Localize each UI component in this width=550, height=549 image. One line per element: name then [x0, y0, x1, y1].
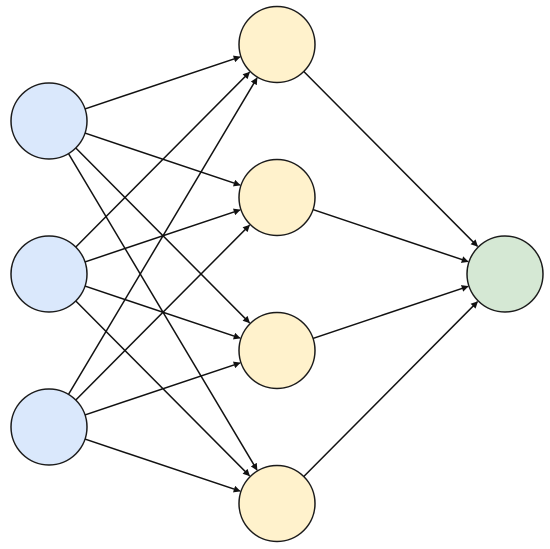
hidden-node-1 [238, 5, 316, 84]
edge-input-3-to-hidden-2 [75, 224, 251, 401]
edge-hidden-1-to-output-1 [303, 70, 479, 247]
edge-input-3-to-hidden-1 [67, 77, 258, 395]
input-node-1 [10, 82, 88, 160]
output-node-1 [466, 235, 544, 313]
nodes-group [10, 5, 544, 543]
edge-input-3-to-hidden-4 [84, 438, 241, 493]
edge-input-3-to-hidden-3 [84, 361, 241, 416]
input-node-3 [10, 388, 88, 466]
edge-hidden-2-to-output-1 [312, 208, 469, 263]
edge-hidden-3-to-output-1 [312, 285, 469, 340]
input-node-2 [10, 235, 88, 313]
edge-input-2-to-hidden-1 [75, 71, 251, 248]
hidden-node-3 [238, 311, 316, 390]
hidden-node-4 [238, 464, 316, 543]
edge-hidden-4-to-output-1 [303, 301, 479, 478]
connections-group [67, 55, 479, 493]
hidden-node-2 [238, 158, 316, 237]
edge-input-1-to-hidden-1 [84, 55, 241, 110]
